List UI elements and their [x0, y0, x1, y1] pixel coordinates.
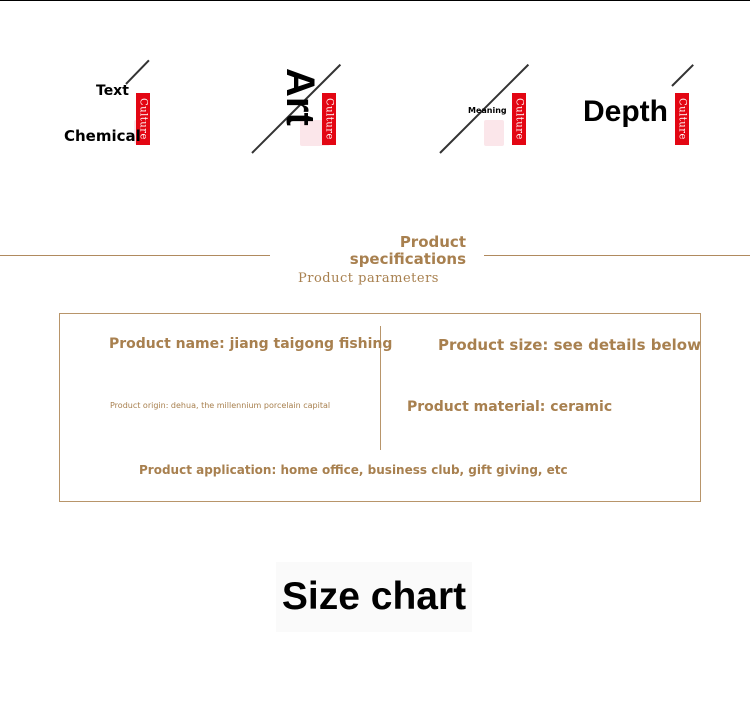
culture-tag: Culture	[322, 93, 336, 145]
spec-product-size: Product size: see details below	[438, 336, 701, 354]
culture-tag: Culture	[136, 93, 150, 145]
badge-word-meaning: Meaning	[468, 106, 507, 115]
badge-word-text: Text	[96, 83, 129, 99]
badge-word-chemical: Chemical	[64, 127, 141, 145]
spec-box	[59, 313, 701, 502]
spec-product-material: Product material: ceramic	[407, 399, 613, 415]
culture-tag: Culture	[512, 93, 526, 145]
badge-word-art: Art	[278, 68, 322, 126]
badge-word-depth: Depth	[583, 95, 668, 128]
spec-product-name: Product name: jiang taigong fishing	[109, 336, 393, 352]
top-rule	[0, 0, 750, 1]
pink-accent	[484, 120, 504, 146]
spec-product-origin: Product origin: dehua, the millennium po…	[110, 401, 331, 410]
section-title: Product specifications	[349, 233, 466, 268]
section-subtitle: Product parameters	[298, 271, 439, 286]
spec-divider	[380, 326, 381, 450]
culture-tag: Culture	[675, 93, 689, 145]
header-rule-right	[484, 255, 750, 256]
diagonal-line	[671, 64, 694, 87]
diagonal-line	[125, 59, 150, 85]
spec-product-application: Product application: home office, busine…	[139, 463, 568, 477]
header-rule-left	[0, 255, 270, 256]
size-chart-heading: Size chart	[276, 562, 472, 632]
